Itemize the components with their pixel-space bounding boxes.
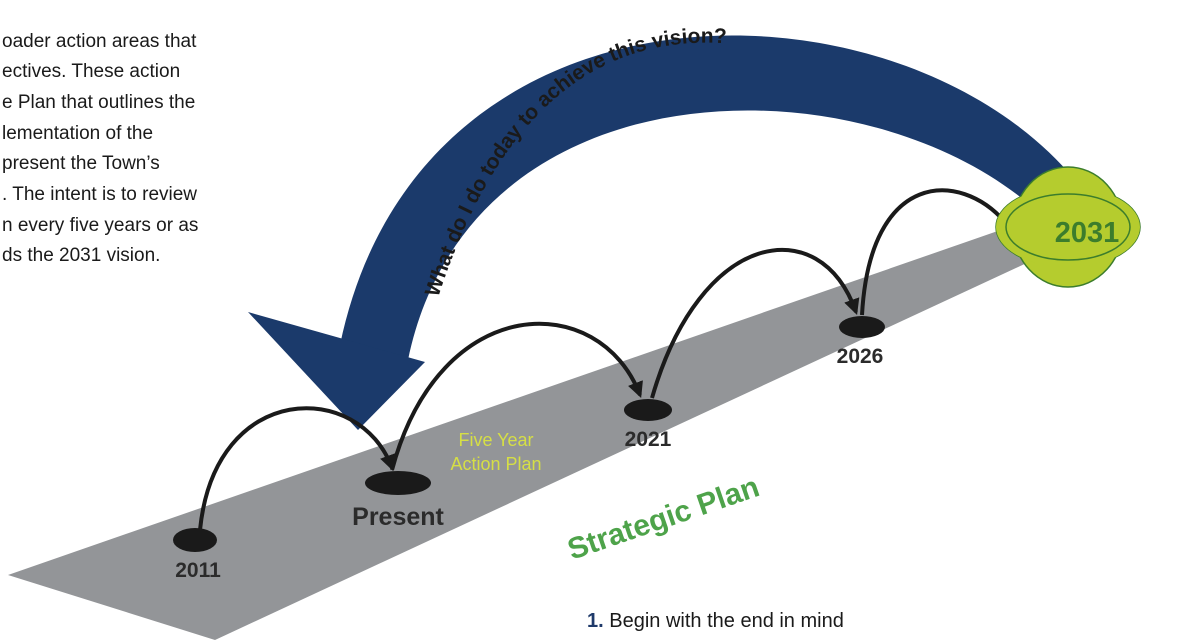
five-year-label-line2: Action Plan [450,454,541,474]
paragraph-line: . The intent is to review [2,184,198,205]
paragraph-line: ectives. These action [2,61,181,82]
milestone-label-present: Present [352,503,444,531]
vision-arrow [340,35,1075,361]
paragraph-line: e Plan that outlines the [2,92,196,113]
footnote: 1. Begin with the end in mind [587,610,844,633]
hop-arrow-2021-2026 [650,247,860,399]
paragraph-line: oader action areas that [2,31,197,52]
five-year-label-line1: Five Year [458,430,533,450]
hop-arrow-present-2021 [390,321,643,471]
milestone-label-2031: 2031 [1055,217,1120,249]
paragraph-line: lementation of the [2,123,154,144]
road-label: Strategic Plan [564,470,764,566]
milestone-dot-2021 [624,399,672,421]
paragraph-line: present the Town’s [2,153,160,174]
milestone-dot-2026 [839,316,885,338]
milestone-label-2021: 2021 [625,428,672,451]
milestone-dot-present [365,471,431,495]
hop-arrow-2026-2031 [860,188,1007,316]
milestone-dot-2011 [173,528,217,552]
vision-arrowhead [248,312,425,430]
footnote-text: Begin with the end in mind [609,610,844,632]
footnote-number: 1. [587,610,604,632]
milestone-label-2011: 2011 [175,559,221,582]
paragraph-line: n every five years or as [2,215,199,236]
hop-arrow-2011-present [198,406,396,531]
milestone-label-2026: 2026 [837,345,884,368]
paragraph-line: ds the 2031 vision. [2,245,161,266]
goal-2031-blob [995,166,1141,288]
